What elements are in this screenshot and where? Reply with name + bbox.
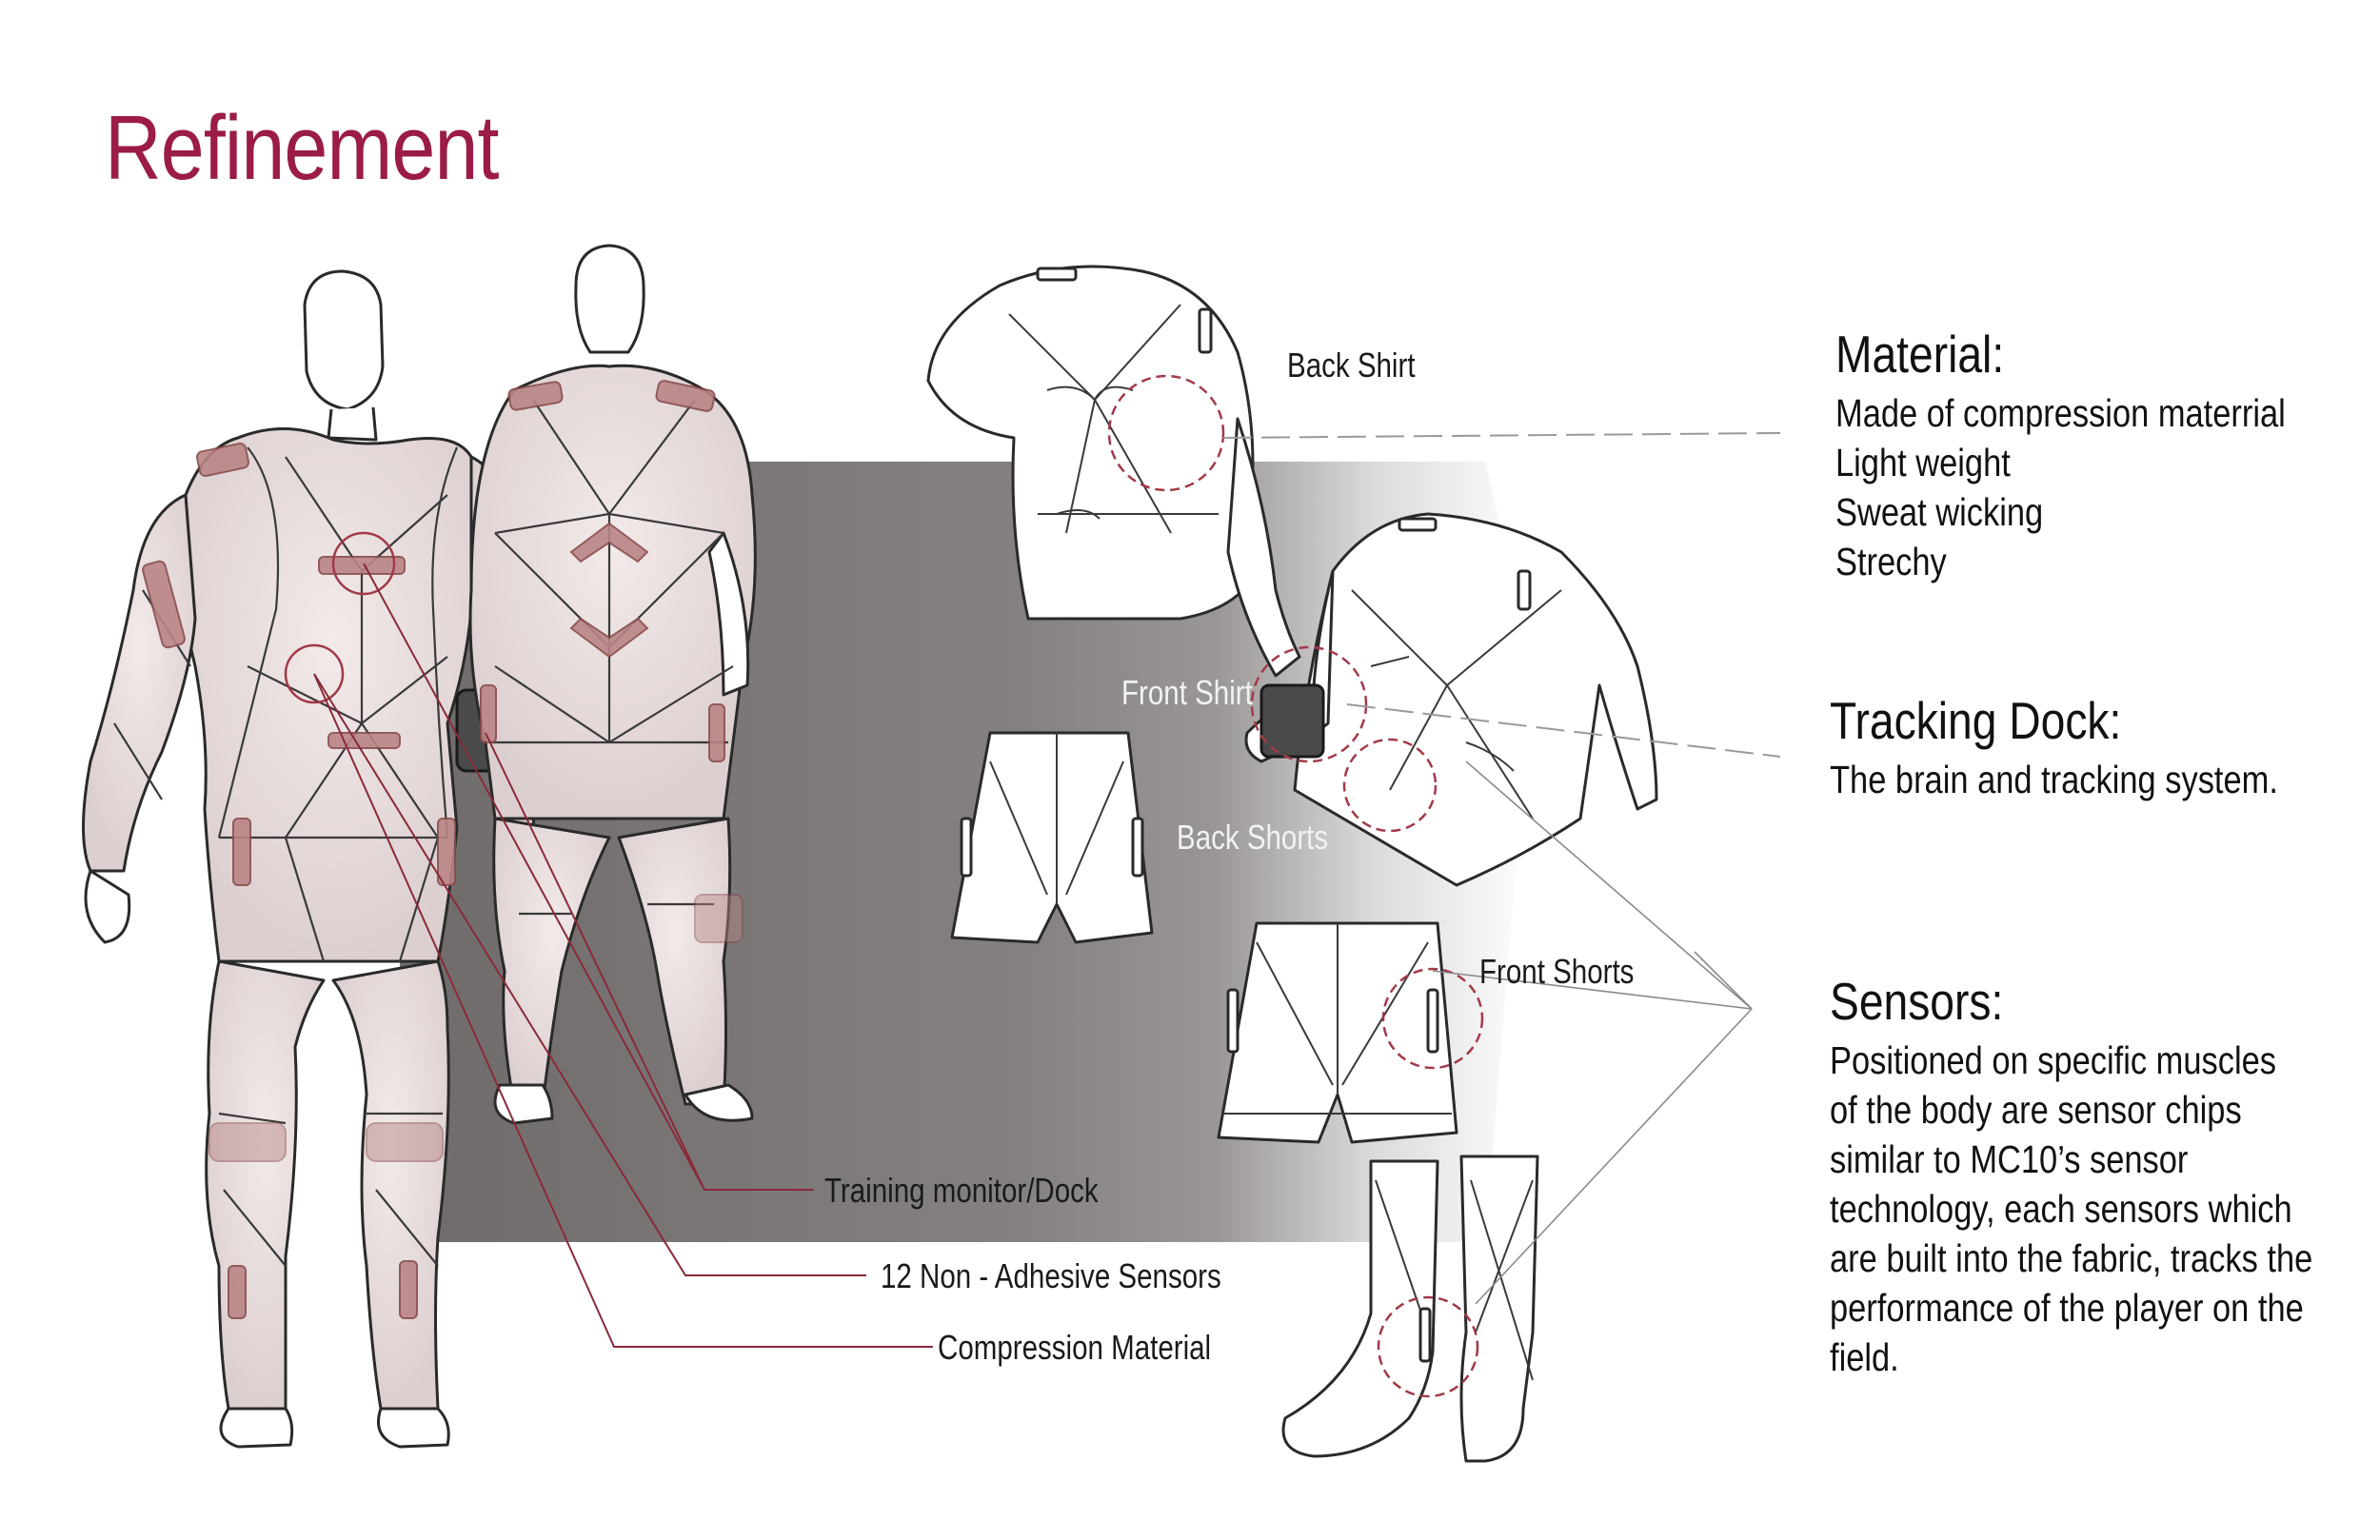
sensors-line: technology, each sensors which [1830,1187,2292,1231]
front-shirt-label: Front Shirt [1121,673,1253,712]
back-sensor-pads [480,380,744,943]
tracking-dock-line: The brain and tracking system. [1830,758,2278,801]
sensors-section: Sensors: Positioned on specific muscles … [1830,976,2312,1382]
front-shorts-label: Front Shorts [1479,952,1635,991]
front-shirt-flat [1244,512,1658,887]
socks-flat [1281,1155,1539,1463]
back-shirt-label: Back Shirt [1287,346,1416,385]
material-line: Strechy [1835,540,1947,583]
material-line: Light weight [1835,441,2011,484]
dashed-leaders [1222,432,1781,758]
sensors-line: similar to MC10’s sensor [1830,1137,2189,1181]
sensors-line: of the body are sensor chips [1830,1088,2242,1132]
material-heading: Material: [1835,325,2005,384]
training-monitor-label: Training monitor/Dock [824,1171,1099,1210]
sensors-count-label: 12 Non - Adhesive Sensors [881,1256,1221,1295]
compression-label: Compression Material [938,1328,1212,1367]
material-section: Material: Made of compression materrial … [1835,328,2286,586]
back-shorts-label: Back Shorts [1177,818,1329,857]
sensors-line: performance of the player on the [1830,1286,2304,1330]
sensors-line: Positioned on specific muscles [1830,1038,2276,1082]
sensor-leaders [1432,760,1753,1305]
sensors-line: field. [1830,1335,1899,1379]
material-line: Made of compression materrial [1835,391,2286,435]
back-shorts-flat [950,731,1154,944]
back-shirt-flat [926,265,1301,678]
back-figure [468,244,757,1125]
page-title: Refinement [105,97,499,199]
front-sensor-pads [142,442,456,1319]
tracking-dock-heading: Tracking Dock: [1830,691,2122,750]
sensors-heading: Sensors: [1830,972,2004,1031]
material-line: Sweat wicking [1835,490,2044,534]
leader-lines [313,563,933,1348]
front-shorts-flat [1217,921,1458,1144]
tracking-dock-section: Tracking Dock: The brain and tracking sy… [1830,695,2278,804]
sensors-line: are built into the fabric, tracks the [1830,1236,2313,1280]
